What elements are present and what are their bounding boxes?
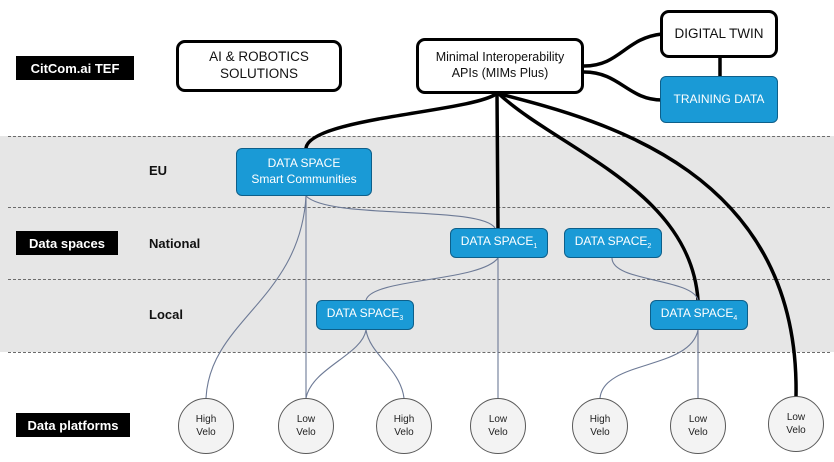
ai-robotics-line2: SOLUTIONS	[219, 66, 298, 81]
wire-mim-platform7	[498, 92, 798, 398]
data-space-1-sub: 1	[533, 243, 538, 251]
platform-line2: Velo	[488, 427, 508, 438]
data-space-3-label: DATA SPACE	[326, 306, 400, 321]
wire-mim-eu-space	[304, 92, 498, 150]
data-space-2: DATA SPACE2	[564, 228, 662, 258]
wire-mim-space4	[497, 92, 700, 302]
mim-line1: Minimal Interoperability	[435, 50, 565, 65]
platform-line2: Velo	[196, 427, 216, 438]
digital-twin-label: DIGITAL TWIN	[674, 25, 764, 41]
data-space-eu-line1: DATA SPACE	[267, 156, 341, 171]
platform-line2: Velo	[590, 427, 610, 438]
wire-eu-space1	[305, 195, 496, 229]
data-space-2-sub: 2	[647, 243, 652, 251]
data-space-4-label: DATA SPACE	[660, 306, 734, 321]
wire-eu-platform1	[205, 195, 307, 399]
data-platforms-tag: Data platforms	[16, 413, 130, 437]
ai-robotics-line1: AI & ROBOTICS	[209, 49, 309, 65]
data-space-3-sub: 3	[399, 315, 404, 323]
data-space-2-label: DATA SPACE	[574, 234, 648, 249]
mim-line2: APIs (MIMs Plus)	[451, 66, 549, 80]
platform-line2: Velo	[786, 425, 806, 436]
data-spaces-tag: Data spaces	[16, 231, 118, 255]
platform-line1: High	[589, 413, 611, 425]
data-space-1-label: DATA SPACE	[460, 234, 534, 249]
data-space-eu-line2: Smart Communities	[251, 172, 357, 186]
wire-space2-space4	[611, 257, 699, 301]
data-space-1: DATA SPACE1	[450, 228, 548, 258]
wire-space3-platform2	[305, 329, 367, 399]
divider-eu-national	[8, 207, 830, 208]
data-space-4: DATA SPACE4	[650, 300, 748, 330]
platform-line1: High	[393, 413, 415, 425]
platform-line1: Low	[786, 411, 806, 423]
platform-line2: Velo	[688, 427, 708, 438]
wire-space1-space3	[365, 257, 499, 301]
level-eu-label: EU	[149, 163, 168, 178]
divider-bottom	[8, 352, 830, 353]
platform-line1: Low	[296, 413, 316, 425]
training-data-label: TRAINING DATA	[673, 91, 765, 106]
wire-space3-platform3	[365, 329, 405, 399]
platform-line1: Low	[688, 413, 708, 425]
platform-line2: Velo	[296, 427, 316, 438]
data-space-3: DATA SPACE3	[316, 300, 414, 330]
digital-twin-box: DIGITAL TWIN	[660, 10, 778, 58]
wire-mim-space1	[495, 92, 500, 232]
level-local-label: Local	[149, 307, 183, 322]
divider-national-local	[8, 279, 830, 280]
platform-line2: Velo	[394, 427, 414, 438]
wire-mim-digital-twin	[582, 32, 664, 68]
data-space-4-sub: 4	[733, 315, 738, 323]
tef-tag: CitCom.ai TEF	[16, 56, 134, 80]
wire-mim-training-data	[582, 70, 664, 102]
platform-line1: High	[195, 413, 217, 425]
platform-line1: Low	[488, 413, 508, 425]
training-data-box: TRAINING DATA	[660, 76, 778, 123]
divider-top	[8, 136, 830, 137]
level-national-label: National	[149, 236, 201, 251]
wire-space4-platform5	[599, 329, 699, 399]
